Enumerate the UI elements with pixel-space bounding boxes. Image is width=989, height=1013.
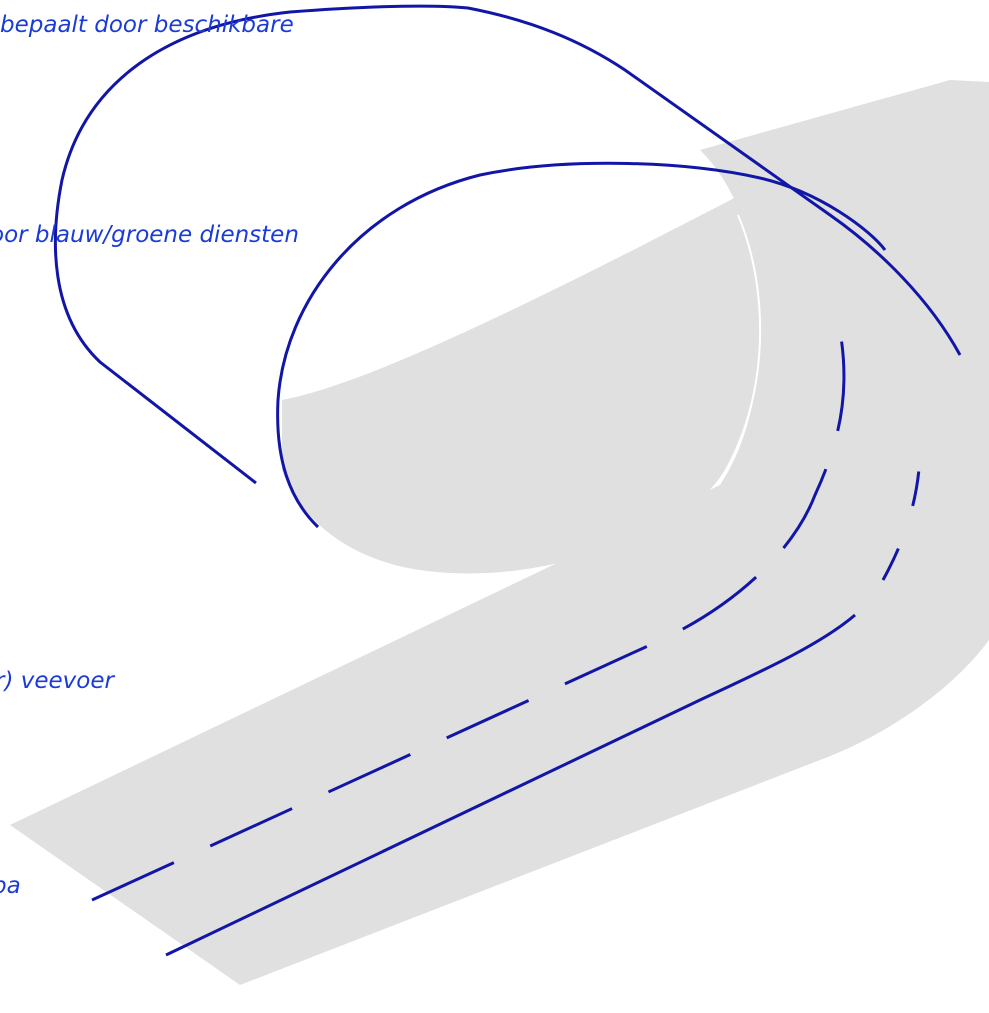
label-text-3: r) veevoer — [0, 668, 115, 694]
label-text-4: pa — [0, 873, 21, 899]
label-text-1: bepaalt door beschikbare — [0, 12, 294, 38]
label-text-2: oor blauw/groene diensten — [0, 222, 299, 248]
